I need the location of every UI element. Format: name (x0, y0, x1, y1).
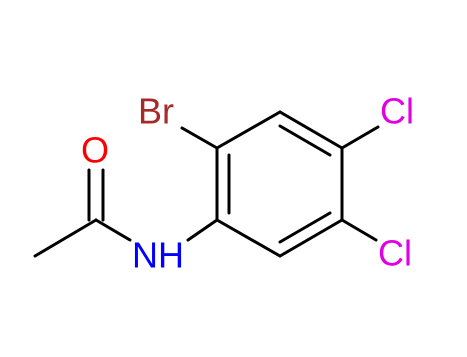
bond-ring-chlorine-bottom (340, 218, 378, 242)
ring-bond-c3-c4-inner (278, 124, 332, 157)
ring-bond-c3-c4 (278, 110, 344, 150)
atom-label-chlorine-top: Cl (380, 91, 414, 132)
bond-ring-bromine (180, 126, 219, 150)
ring-bond-c5-c6-inner (278, 211, 332, 244)
atom-label-oxygen: O (81, 130, 109, 171)
atom-label-bromine: Br (138, 91, 174, 132)
bond-ring-chlorine-top (340, 125, 380, 150)
atom-label-nitrogen: NH (132, 235, 184, 276)
atom-label-chlorine-bottom: Cl (378, 233, 412, 274)
bond-nitrogen-ring (186, 218, 219, 242)
ring-bond-c2-c3 (215, 110, 282, 150)
bond-carbonyl-nitrogen (94, 218, 132, 242)
bond-methyl-carbonyl (33, 218, 98, 258)
ring-bond-c6-c1 (215, 218, 282, 258)
ring-bond-c5-c6 (278, 218, 344, 258)
